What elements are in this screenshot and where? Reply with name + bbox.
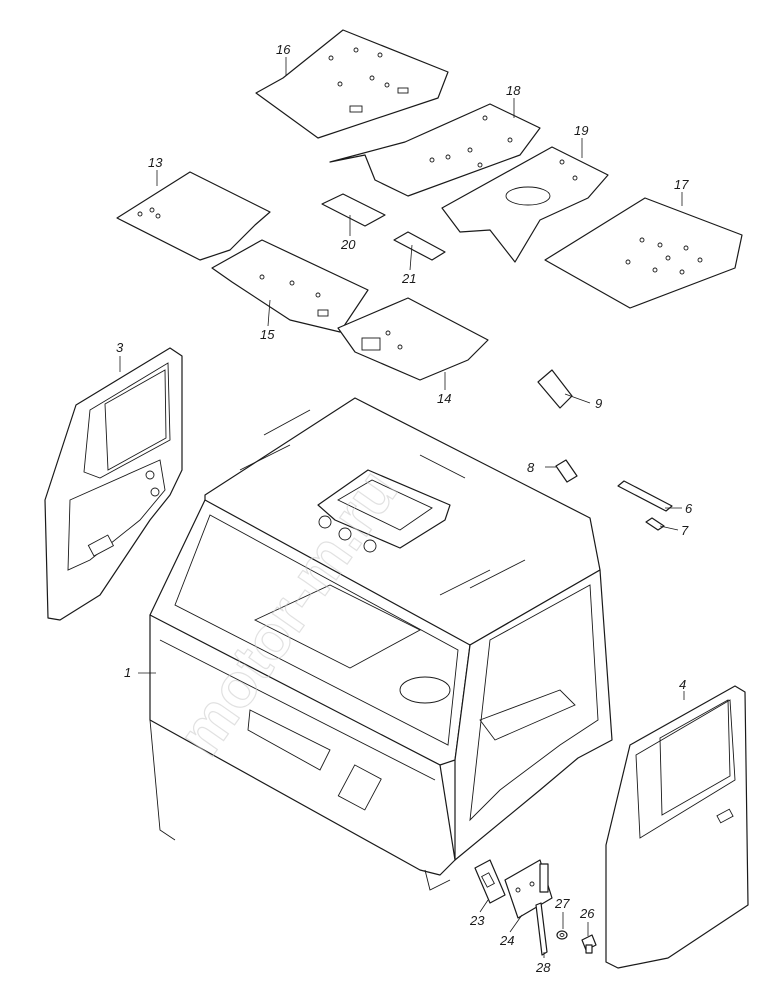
part-3-left-door[interactable]: [44, 347, 183, 621]
part-28-pin[interactable]: [535, 902, 548, 956]
part-13-panel[interactable]: [116, 171, 271, 261]
label-7: 7: [681, 523, 689, 538]
label-23: 23: [469, 913, 485, 928]
label-9: 9: [595, 396, 602, 411]
label-3: 3: [116, 340, 124, 355]
label-21: 21: [401, 271, 416, 286]
label-13: 13: [148, 155, 163, 170]
part-23-hinge-plate[interactable]: [474, 859, 506, 904]
part-8-pad[interactable]: [555, 459, 578, 483]
leader-lines: [119, 57, 685, 958]
label-14: 14: [437, 391, 451, 406]
label-6: 6: [685, 501, 693, 516]
part-26-bolt[interactable]: [581, 934, 597, 954]
label-27: 27: [554, 896, 570, 911]
part-17-panel[interactable]: [544, 197, 743, 309]
part-24-hinge[interactable]: [504, 859, 553, 919]
label-20: 20: [340, 237, 356, 252]
label-18: 18: [506, 83, 521, 98]
part-7-pad[interactable]: [645, 517, 665, 531]
label-28: 28: [535, 960, 551, 975]
label-26: 26: [579, 906, 595, 921]
part-1-cab-body[interactable]: [149, 397, 613, 891]
part-20-strip[interactable]: [321, 193, 386, 227]
label-24: 24: [499, 933, 514, 948]
part-15-panel[interactable]: [211, 239, 369, 333]
part-16-panel[interactable]: [255, 29, 449, 139]
part-18-panel[interactable]: [329, 103, 541, 197]
label-19: 19: [574, 123, 588, 138]
label-15: 15: [260, 327, 275, 342]
part-9-pad[interactable]: [537, 369, 573, 409]
label-16: 16: [276, 42, 291, 57]
label-1: 1: [124, 665, 131, 680]
part-19-panel[interactable]: [441, 146, 609, 263]
part-14-panel[interactable]: [337, 297, 489, 381]
part-27-washer[interactable]: [556, 930, 568, 940]
part-6-strip[interactable]: [617, 480, 673, 512]
part-4-right-door[interactable]: [605, 685, 749, 969]
label-4: 4: [679, 677, 686, 692]
label-17: 17: [674, 177, 689, 192]
callout-labels: 16 18 19 13 17 20 21 15 3 14 9 8 6 7 1 4…: [116, 42, 693, 975]
part-21-strip[interactable]: [393, 231, 446, 261]
label-8: 8: [527, 460, 535, 475]
